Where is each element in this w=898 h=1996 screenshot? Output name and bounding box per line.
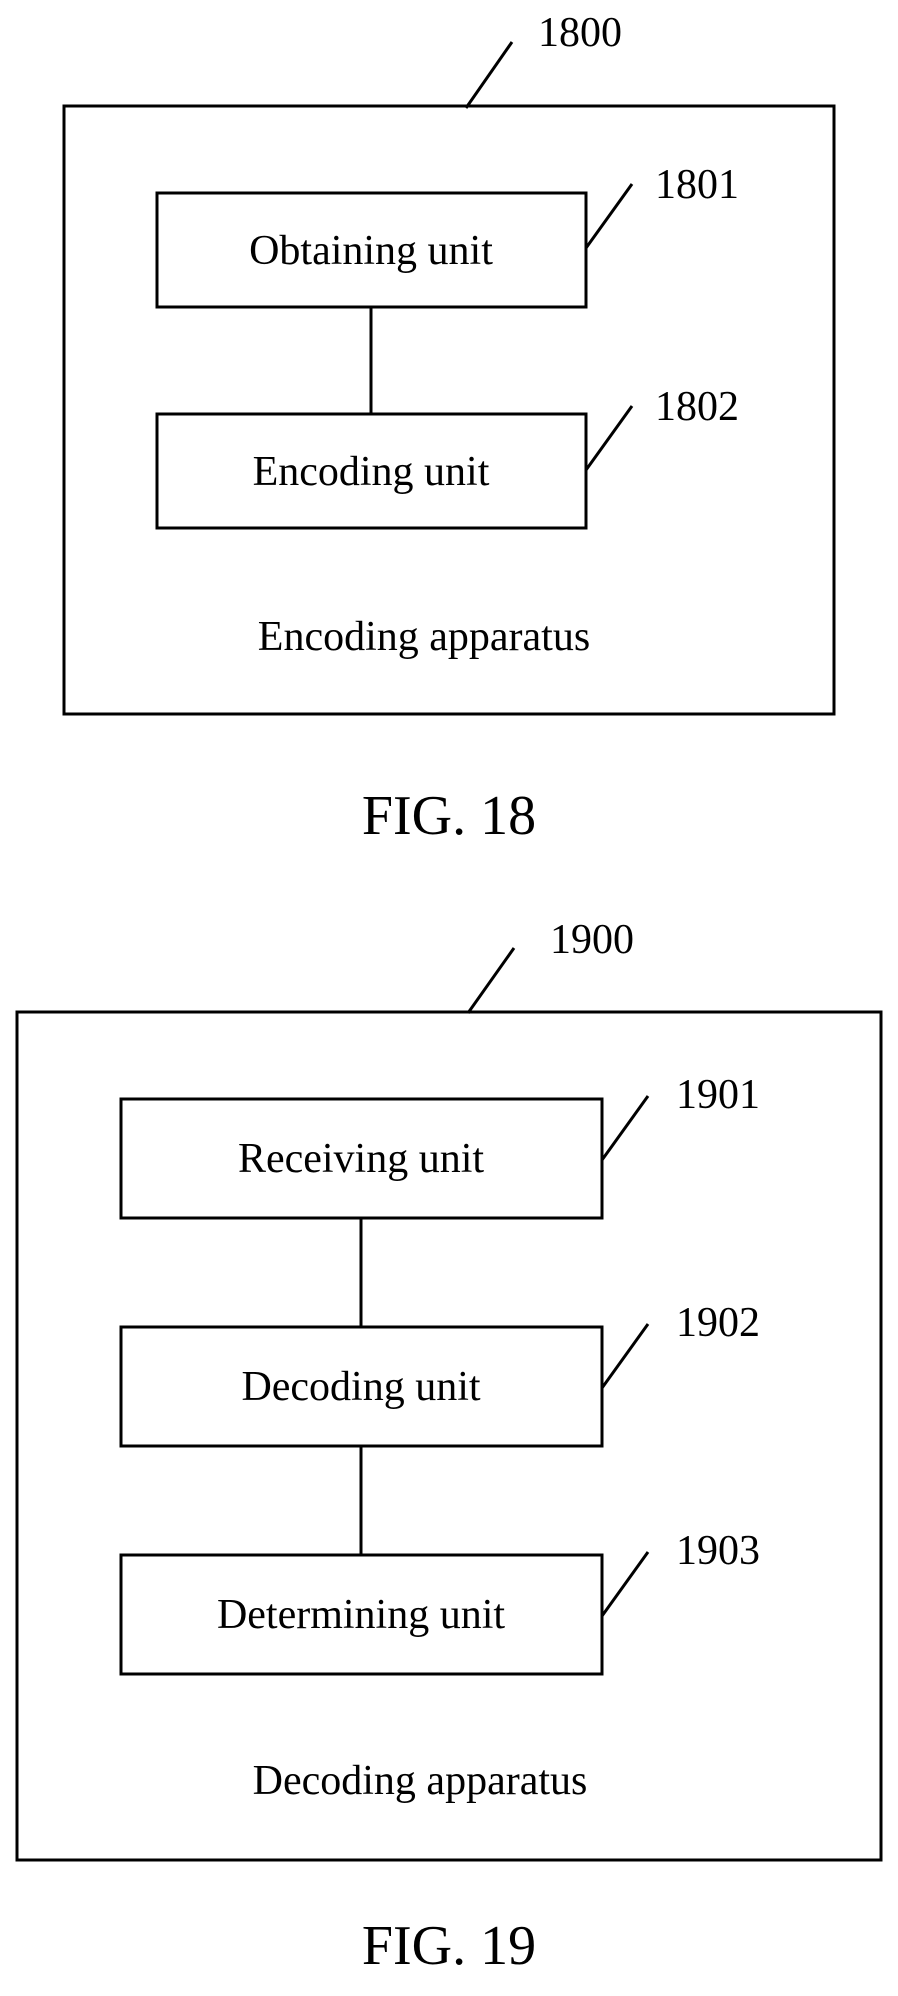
fig-19: 1900 Receiving unit 1901 Decoding unit 1… (17, 917, 881, 1977)
encoding-unit-label: Encoding unit (253, 449, 490, 495)
ref-1902: 1902 (676, 1300, 760, 1346)
obtaining-unit-label: Obtaining unit (249, 228, 493, 274)
ref-1802: 1802 (655, 384, 739, 430)
receiving-unit-label: Receiving unit (238, 1136, 484, 1182)
decoding-apparatus-label: Decoding apparatus (253, 1758, 588, 1804)
fig-18-caption: FIG. 18 (362, 785, 536, 847)
determining-unit-label: Determining unit (217, 1592, 505, 1638)
fig-18: 1800 Obtaining unit 1801 Encoding unit 1… (64, 10, 834, 847)
ref-1900: 1900 (550, 917, 634, 963)
fig-19-caption: FIG. 19 (362, 1915, 536, 1977)
leader-line-1900 (468, 948, 514, 1013)
encoding-apparatus-label: Encoding apparatus (258, 614, 590, 660)
ref-1800: 1800 (538, 10, 622, 56)
leader-line-1800 (466, 42, 512, 108)
ref-1903: 1903 (676, 1528, 760, 1574)
ref-1901: 1901 (676, 1072, 760, 1118)
ref-1801: 1801 (655, 162, 739, 208)
decoding-unit-label: Decoding unit (241, 1364, 480, 1410)
